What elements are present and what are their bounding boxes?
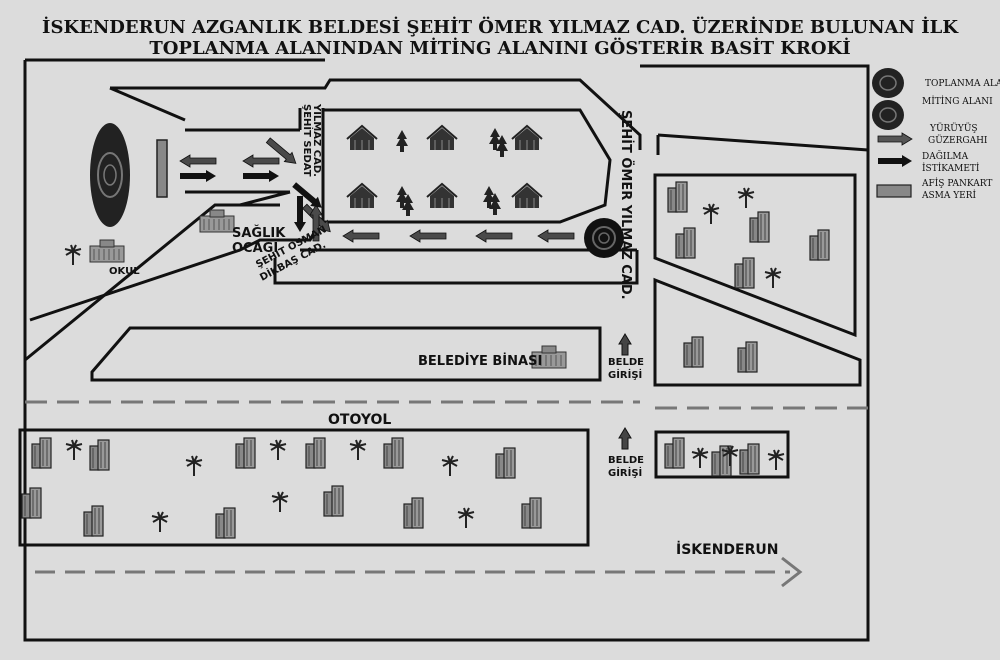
- osman-street-edge: [239, 190, 291, 207]
- east-block-lower: [653, 277, 862, 387]
- highway-label: OTOYOL: [328, 412, 391, 428]
- legend-banner-label-1: AFİŞ PANKART: [921, 177, 992, 189]
- south-block-main: [18, 428, 590, 547]
- municipality-block: [90, 326, 602, 382]
- outer-boundary: [23, 60, 870, 642]
- title-line-2: TOPLANMA ALANINDAN MİTİNG ALANINI GÖSTER…: [149, 36, 850, 59]
- legend-banner-label-2: ASMA YERİ: [921, 189, 977, 201]
- health-label-2: OCAĞI: [232, 240, 278, 256]
- entrance-label-2b: GİRİŞİ: [608, 465, 642, 479]
- street-sedat-label-1: ŞEHİT SEDAT: [301, 104, 315, 177]
- meeting-area-icon: [584, 218, 624, 258]
- school-building: [89, 239, 125, 263]
- housing-icons: [346, 125, 543, 216]
- entrance-arrows: [618, 333, 632, 450]
- east-block-upper: [653, 173, 857, 338]
- legend-dispersal-arrow-icon: [878, 155, 912, 167]
- legend-meeting-area-icon: [872, 100, 904, 130]
- legend-march-label-2: GÜZERGAHI: [928, 134, 988, 146]
- legend-dispersal-label-2: İSTİKAMETİ: [922, 162, 980, 174]
- arrow-road-lower: [273, 250, 639, 285]
- legend-march-route-arrow-icon: [877, 132, 913, 146]
- street-sedat-label-2: YILMAZ CAD.: [311, 103, 322, 177]
- legend-meeting-label: MİTİNG ALANI: [922, 95, 993, 107]
- gathering-area-icon: [90, 123, 130, 227]
- title-line-1: İSKENDERUN AZGANLIK BELDESİ ŞEHİT ÖMER Y…: [42, 15, 959, 38]
- entrance-label-1b: GİRİŞİ: [608, 367, 642, 381]
- legend-banner-icon: [876, 184, 912, 198]
- legend: TOPLANMA ALANI MİTİNG ALANI YÜRÜYÜŞ GÜZE…: [872, 68, 1000, 201]
- health-label-1: SAĞLIK: [232, 225, 286, 241]
- iskenderun-arrowhead: [781, 556, 803, 588]
- school-palm: [64, 244, 82, 266]
- municipality-label: BELEDİYE BİNASI: [418, 353, 542, 369]
- north-street-edge: [110, 78, 642, 150]
- entrance-label-1a: BELDE: [608, 357, 644, 368]
- legend-gathering-area-icon: [872, 68, 904, 98]
- school-road-top: [109, 86, 186, 122]
- health-road: [24, 203, 280, 362]
- school-label: OKUL: [109, 266, 140, 277]
- legend-dispersal-label-1: DAĞILMA: [922, 150, 969, 162]
- south-block-small: [654, 430, 790, 479]
- entrance-label-2a: BELDE: [608, 455, 644, 466]
- east-road-top: [657, 133, 869, 152]
- legend-gathering-label: TOPLANMA ALANI: [925, 79, 1000, 89]
- banner-icon: [156, 139, 168, 198]
- iskenderun-label: İSKENDERUN: [676, 541, 778, 558]
- legend-march-label-1: YÜRÜYÜŞ: [929, 122, 978, 134]
- street-main-label: ŞEHİT ÖMER YILMAZ CAD.: [618, 110, 634, 300]
- south-block-icons: [21, 437, 542, 539]
